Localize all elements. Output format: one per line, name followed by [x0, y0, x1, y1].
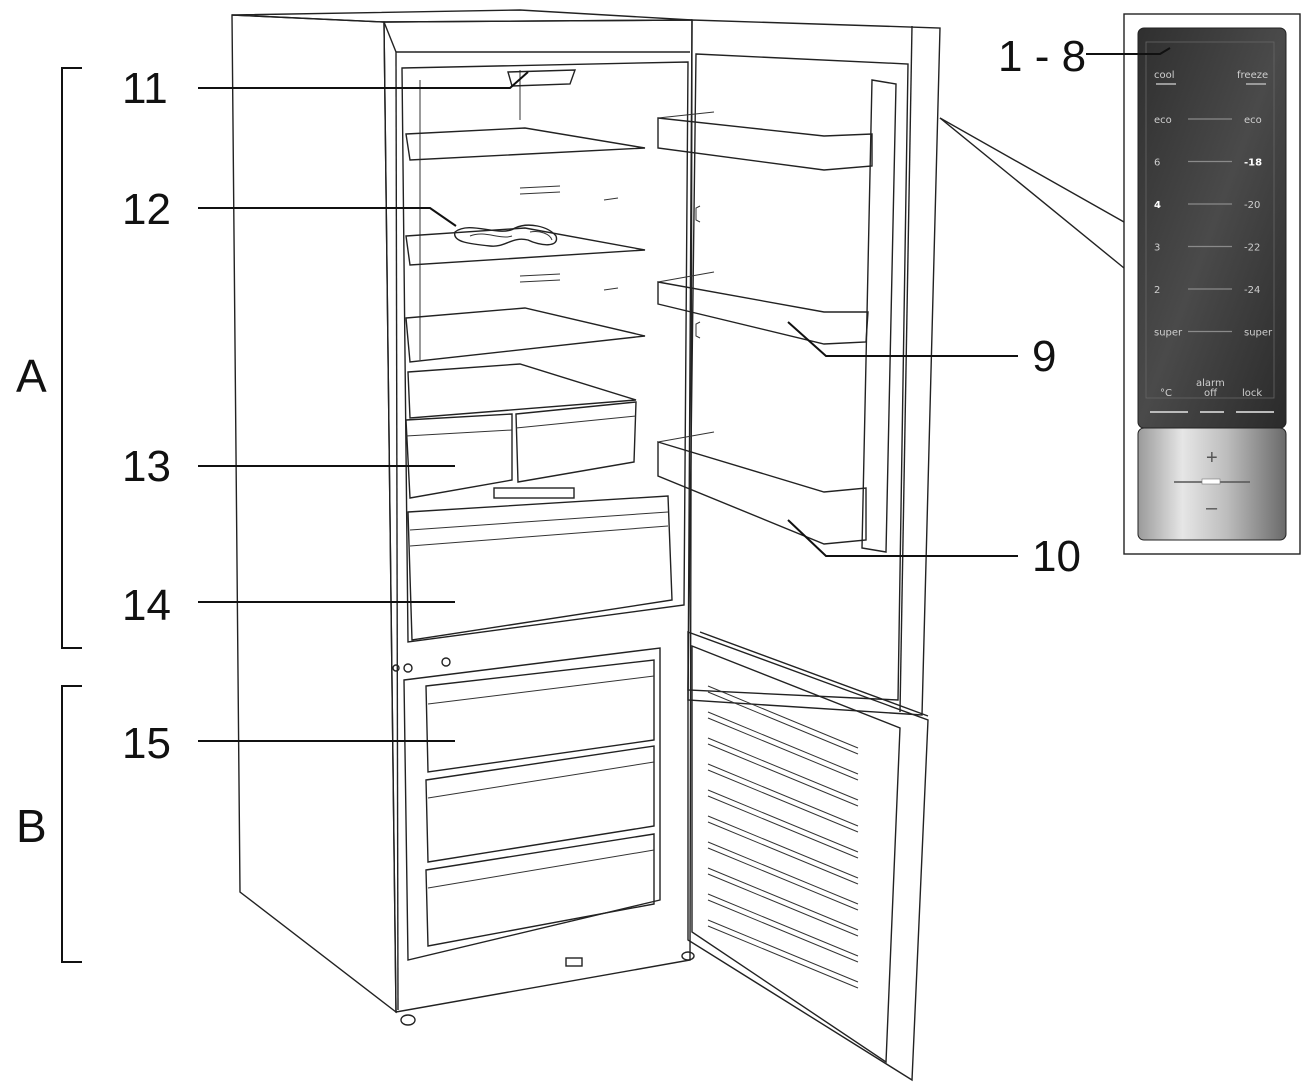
fridge-cabinet	[231, 9, 695, 1026]
callout-label-15: 15	[122, 719, 171, 768]
crisper-drawer	[407, 495, 673, 641]
scale-lines	[1188, 118, 1232, 333]
freeze-scale-value: -24	[1244, 285, 1260, 296]
vent-slot	[493, 487, 575, 499]
cool-scale-value: 2	[1154, 285, 1160, 296]
door-shelf-top	[657, 111, 873, 171]
callout-label-12: 12	[122, 185, 171, 234]
cool-scale-value: 4	[1154, 200, 1161, 211]
glass-shelf-2	[405, 227, 646, 266]
callout-label-11: 11	[122, 64, 168, 113]
callout-label-9: 9	[1032, 332, 1056, 381]
alarm-button-label: alarm	[1196, 378, 1225, 389]
callout-10: 10	[787, 519, 1081, 581]
door-shelf-bottom	[657, 431, 867, 545]
freeze-label: freeze	[1237, 70, 1268, 81]
callout-15: 15	[122, 719, 455, 768]
freeze-temperature-scale: eco -18 -20 -22 -24 super	[1244, 115, 1273, 339]
celsius-button-label: °C	[1160, 388, 1172, 399]
cabinet-side-panel	[231, 14, 397, 1014]
callout-9: 9	[787, 321, 1056, 381]
cabinet-foot	[400, 1014, 416, 1026]
callout-label-13: 13	[122, 442, 171, 491]
freezer-drawer-3	[425, 833, 655, 947]
freeze-scale-value: super	[1244, 328, 1273, 339]
plus-button[interactable]: +	[1206, 447, 1218, 469]
freezer-compartment	[392, 647, 661, 967]
freeze-scale-value: -20	[1244, 200, 1260, 211]
freeze-scale-value: -18	[1244, 158, 1262, 169]
minus-button[interactable]: –	[1206, 497, 1218, 519]
section-label-b: B	[16, 800, 47, 852]
section-bracket-a: A	[16, 67, 82, 649]
callout-label-10: 10	[1032, 532, 1081, 581]
control-panel-detail: cool freeze eco 6 4 3 2 super eco -18 -20 -22 -24…	[939, 13, 1301, 555]
callout-12: 12	[122, 185, 457, 234]
cool-scale-value: 3	[1154, 243, 1160, 254]
bottle-holder	[454, 224, 558, 247]
freeze-scale-value: -22	[1244, 243, 1260, 254]
section-label-a: A	[16, 350, 47, 402]
callout-11: 11	[122, 64, 529, 113]
fridge-door	[657, 19, 941, 716]
freeze-scale-value: eco	[1244, 115, 1262, 126]
cool-scale-value: eco	[1154, 115, 1172, 126]
glass-shelf-3	[405, 307, 646, 363]
cool-label: cool	[1154, 70, 1175, 81]
callout-14: 14	[122, 581, 455, 630]
section-bracket-b: B	[16, 685, 82, 963]
temperature-slider[interactable]	[1201, 478, 1221, 485]
detail-frame	[1123, 13, 1301, 555]
cool-temperature-scale: eco 6 4 3 2 super	[1154, 115, 1183, 339]
door-shelf-middle	[657, 271, 869, 345]
callout-label-14: 14	[122, 581, 171, 630]
fruit-drawer-right	[515, 401, 637, 483]
panel-display	[1137, 27, 1287, 429]
freezer-door	[687, 630, 929, 1082]
fruit-drawer-left	[405, 413, 513, 499]
interior-light	[507, 69, 577, 87]
freezer-drawer-2	[425, 745, 655, 863]
fridge-compartment	[401, 61, 689, 643]
freezer-drawer-1	[425, 659, 655, 773]
alarm-button-label-2: off	[1204, 388, 1218, 399]
lock-button-label: lock	[1242, 388, 1262, 399]
freezer-door-liner-ribs	[707, 685, 859, 989]
glass-shelf-1	[405, 127, 646, 161]
callout-label-1-8: 1 - 8	[998, 32, 1086, 81]
cool-scale-value: super	[1154, 328, 1183, 339]
cool-scale-value: 6	[1154, 158, 1160, 169]
cabinet-front	[383, 19, 693, 1013]
callout-1-8: 1 - 8	[998, 32, 1171, 81]
callout-13: 13	[122, 442, 455, 491]
